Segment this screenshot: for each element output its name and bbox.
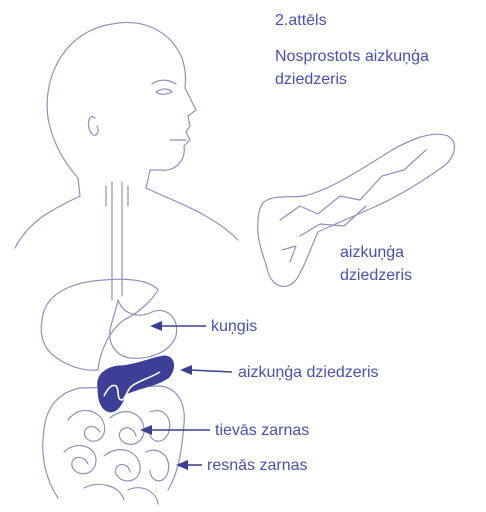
shoulder-left (15, 196, 80, 248)
back-of-head (48, 118, 80, 196)
small-intestine (64, 410, 170, 504)
eye (156, 89, 172, 94)
esophagus (112, 182, 122, 300)
eyebrow (152, 80, 176, 84)
arrow-stomach (150, 321, 206, 331)
figure-title: Nosprostots aizkuņģa dziedzeris (275, 45, 475, 91)
head-outline (47, 22, 196, 188)
label-large-intestine: resnās zarnas (207, 454, 308, 477)
label-pancreas-detail: aizkuņģa dziedzeris (340, 241, 450, 287)
ear (88, 117, 98, 136)
label-small-intestine: tievās zarnas (215, 419, 309, 442)
figure-number: 2.attēls (275, 9, 327, 32)
label-stomach: kuņgis (211, 315, 257, 338)
arrow-large-intestine (176, 460, 202, 470)
arrow-small-intestine (140, 425, 210, 435)
stomach (110, 300, 177, 358)
arrow-pancreas (180, 365, 232, 375)
shoulder-right (146, 188, 238, 240)
label-pancreas: aizkuņģa dziedzeris (238, 361, 379, 384)
liver (41, 279, 158, 370)
